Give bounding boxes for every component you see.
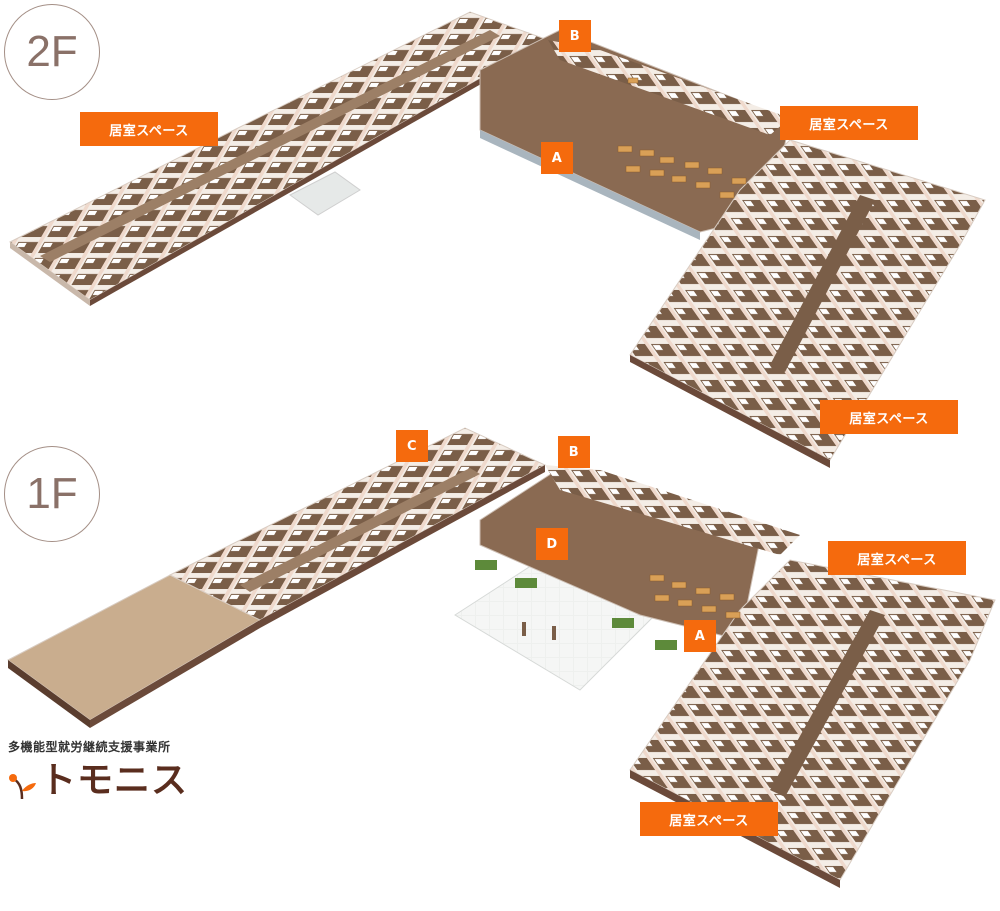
area-label-2f-a: A (541, 142, 573, 174)
sprout-icon (9, 774, 36, 800)
floor-2f-plan (9, 11, 986, 468)
area-label-1f-d: D (536, 528, 568, 560)
room-space-label-1f-right-top: 居室スペース (828, 541, 966, 575)
area-label-1f-a: A (684, 620, 716, 652)
area-label-2f-b: B (559, 20, 591, 52)
floor-badge-1f: 1F (4, 446, 100, 542)
floor-badge-2f: 2F (4, 4, 100, 100)
brand-subtitle: 多機能型就労継続支援事業所 (8, 740, 171, 754)
room-space-label-2f-right-bottom: 居室スペース (820, 400, 958, 434)
area-label-1f-c: C (396, 430, 428, 462)
room-space-label-1f-right-bottom: 居室スペース (640, 802, 778, 836)
brand-logo: 多機能型就労継続支援事業所 トモニス (8, 738, 208, 803)
room-space-label-2f-right-top: 居室スペース (780, 106, 918, 140)
floor-1f-plan (7, 427, 996, 888)
brand-wordmark: トモニス (8, 759, 208, 803)
brand-name: トモニス (40, 760, 189, 801)
area-label-1f-b: B (558, 436, 590, 468)
room-space-label-2f-left: 居室スペース (80, 112, 218, 146)
